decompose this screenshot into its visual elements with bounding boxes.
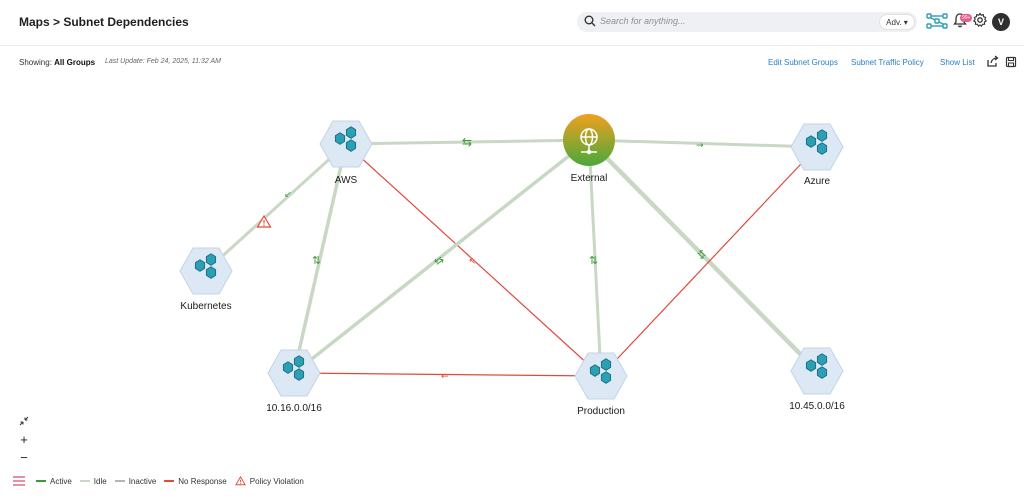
edge-aws-external[interactable] [345, 138, 590, 146]
node-label-production: Production [577, 406, 625, 417]
legend-label: Inactive [128, 476, 157, 486]
notification-badge: 99+ [960, 14, 973, 22]
edge-external-subnet16[interactable] [292, 138, 591, 375]
legend-label: Idle [93, 476, 107, 486]
node-label-subnet45: 10.45.0.0/16 [789, 401, 845, 412]
edit-subnet-groups-link[interactable]: Edit Subnet Groups [768, 58, 838, 67]
edge-aws-kubernetes[interactable] [204, 142, 348, 273]
updown-arrow-icon: ⇅ [312, 254, 321, 267]
showing-label: Showing: [19, 58, 52, 67]
edge-azure-production[interactable] [600, 146, 818, 377]
left-arrow-icon: ← [466, 256, 479, 269]
legend-label: No Response [178, 476, 227, 486]
node-external[interactable] [563, 114, 615, 166]
status-bar: Showing: All Groups Last Update: Feb 24,… [0, 55, 1024, 71]
legend-item-active: Active [36, 477, 72, 486]
breadcrumb[interactable]: Maps > Subnet Dependencies [19, 15, 189, 29]
edge-aws-production[interactable] [345, 143, 602, 377]
left-arrow-icon: ← [441, 372, 449, 382]
advanced-search-button[interactable]: Adv. ▾ [879, 14, 915, 30]
legend-item-inactive: Inactive [114, 476, 157, 486]
policy-violation-icon[interactable] [256, 214, 272, 228]
topology-icon[interactable] [926, 12, 948, 30]
subnet-traffic-policy-link[interactable]: Subnet Traffic Policy [851, 58, 924, 67]
show-list-link[interactable]: Show List [940, 58, 975, 67]
search-input[interactable]: Search for anything... [600, 16, 686, 26]
gear-icon[interactable] [972, 12, 988, 28]
bidirectional-arrow-icon: ⇆ [462, 135, 472, 149]
legend-item-idle: Idle [79, 476, 107, 486]
adv-label: Adv. [886, 18, 902, 27]
legend-item-policy-violation: Policy Violation [234, 476, 304, 486]
edge-aws-subnet16[interactable] [292, 143, 348, 374]
edge-markers: ⇆ → ← ⇅ ⇅ ⇆ ⇆ ← ← [282, 135, 709, 382]
legend-toggle[interactable] [12, 475, 26, 487]
node-label-subnet16: 10.16.0.0/16 [266, 403, 322, 414]
legend-item-no-response: No Response [164, 476, 227, 486]
zoom-out-button[interactable]: − [20, 450, 28, 465]
top-bar: Maps > Subnet Dependencies Search for an… [0, 0, 1024, 46]
node-label-azure: Azure [804, 176, 831, 187]
export-icon[interactable] [986, 55, 999, 68]
node-label-kubernetes: Kubernetes [180, 301, 231, 312]
zoom-in-button[interactable]: + [20, 432, 28, 447]
save-icon[interactable] [1005, 56, 1017, 68]
right-arrow-icon: → [696, 141, 704, 151]
legend: Active Idle Inactive No Response Policy … [12, 472, 312, 490]
edge-external-subnet45[interactable] [587, 138, 819, 373]
zoom-controls: + − [12, 413, 36, 467]
edge-external-production[interactable] [587, 139, 603, 377]
fit-to-screen-button[interactable] [12, 413, 36, 431]
edges [204, 138, 819, 377]
showing-filter[interactable]: Showing: All Groups [19, 58, 95, 67]
edge-external-azure[interactable] [588, 138, 818, 149]
last-update: Last Update: Feb 24, 2025, 11:32 AM [105, 58, 221, 65]
edge-subnet16-production[interactable] [293, 372, 602, 377]
globe-icon [580, 128, 598, 155]
legend-lines-icon [13, 476, 25, 486]
dependency-map[interactable]: ⇆ → ← ⇅ ⇅ ⇆ ⇆ ← ← AWS External Azure [0, 72, 1024, 504]
legend-label: Policy Violation [249, 476, 304, 486]
collapse-icon [19, 416, 29, 426]
search-icon [584, 15, 596, 27]
node-label-external: External [571, 173, 608, 184]
showing-value: All Groups [54, 58, 96, 67]
warning-icon [234, 476, 246, 486]
avatar[interactable]: V [992, 13, 1010, 31]
subnet-group-icon [790, 123, 844, 171]
updown-arrow-icon: ⇅ [589, 254, 598, 267]
search-bar[interactable]: Search for anything... Adv. ▾ [577, 12, 917, 32]
node-label-aws: AWS [335, 175, 358, 186]
node-azure[interactable] [790, 123, 844, 171]
legend-label: Active [50, 476, 72, 486]
